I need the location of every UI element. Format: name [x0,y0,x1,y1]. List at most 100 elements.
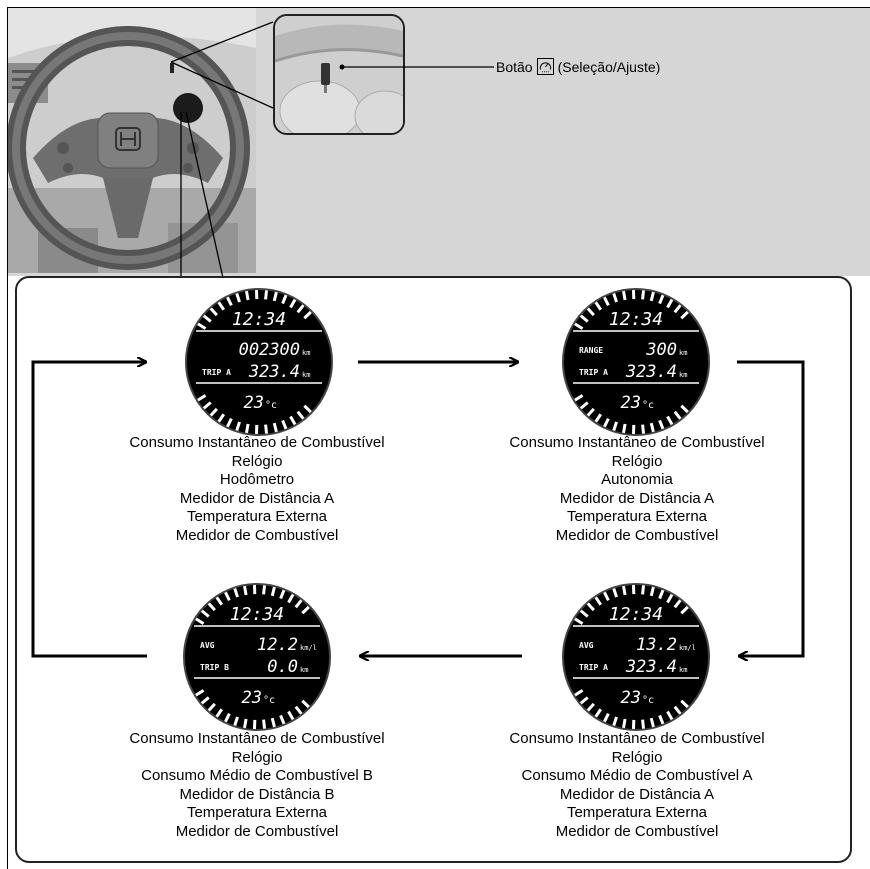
instant-fuel-segment [197,322,207,330]
row1-value: 13.2 [636,635,677,655]
row2-unit: km [300,666,308,674]
fuel-gauge-segment [586,702,595,712]
instant-fuel-segment [641,585,646,595]
fuel-gauge-segment [279,714,286,725]
fuel-gauge-segment [680,404,689,414]
instant-fuel-segment [586,602,595,612]
fuel-gauge-segment [270,717,276,728]
caption-line: Medidor de Distância A [559,785,715,803]
caption-line: Hodômetro [219,471,295,488]
instant-fuel-segment [233,588,239,598]
caption-line: Temperatura Externa [566,508,708,525]
clock-readout: 12:34 [609,309,663,330]
clock-readout: 12:34 [230,604,284,625]
caption-line: Medidor de Distância A [179,489,335,507]
fuel-gauge-segment [197,394,207,402]
fuel-gauge-segment [245,423,250,434]
gauge-dial-svg [539,62,551,73]
callout-prefix: Botão [496,58,533,75]
temperature-unit: °c [642,400,654,411]
arrow-screen2-to-screen3 [737,360,805,656]
fuel-gauge-segment [202,401,212,410]
instant-fuel-segment [603,296,610,307]
row2-label: TRIP A [579,663,608,672]
instant-fuel-segment [270,586,276,597]
caption-screen-3: Consumo Instantâneo de Combustível Relóg… [467,730,807,841]
fuel-gauge-segment [641,424,646,434]
caption-line: Relógio [231,748,283,766]
row2-value: 323.4 [625,657,677,677]
temperature-value: 23 [244,393,264,413]
instant-fuel-segment [209,307,218,317]
caption-line: Medidor de Combustível [175,526,339,544]
frame-left-line [7,7,8,869]
fuel-gauge-segment [574,394,584,402]
instant-fuel-segment [296,304,305,314]
instant-fuel-segment [195,617,205,625]
row1-label: AVG [579,641,594,650]
row2-label: TRIP B [200,663,229,672]
fuel-gauge-segment [243,718,248,729]
fuel-gauge-segment [612,716,618,726]
instant-fuel-segment [279,589,286,600]
instant-fuel-segment [272,291,278,302]
select-adjust-button-label: Botão (Seleção/Ajuste) [496,58,660,75]
fuel-gauge-segment [649,717,655,728]
row1-unit: km [679,349,687,357]
display-bezel [185,288,333,436]
fuel-gauge-segment [612,421,618,431]
caption-line: Medidor de Distância A [559,489,715,507]
instant-fuel-segment [217,301,226,311]
fuel-gauge-segment [594,413,603,423]
steering-wheel-drawing [8,8,256,273]
instant-fuel-segment [226,296,233,307]
instant-fuel-segment [301,605,310,615]
caption-line: Temperatura Externa [566,804,708,821]
caption-line: Autonomia [601,471,673,488]
row1-value: 12.2 [257,635,298,655]
steering-wheel-photo [8,8,256,273]
row2-label: TRIP A [202,368,231,377]
instant-fuel-segment [287,593,295,604]
row2-value: 0.0 [267,657,298,677]
clock-readout: 12:34 [232,309,286,330]
fuel-gauge-segment [200,696,210,705]
caption-line: Consumo Médio de Combustível B [141,767,373,784]
fuel-gauge-segment [294,705,303,715]
row1-label: AVG [200,641,215,650]
caption-line: Temperatura Externa [186,804,328,821]
fuel-gauge-segment [281,419,288,430]
fuel-gauge-segment [658,419,665,430]
inset-leader-top [170,21,274,63]
fuel-gauge-segment [195,689,205,697]
temperature-unit: °c [642,695,654,706]
fuel-gauge-segment [296,410,305,420]
instant-fuel-segment [622,290,627,301]
fuel-gauge-segment [226,417,233,428]
instant-fuel-segment [666,298,674,309]
caption-line: Medidor de Combustível [555,526,719,544]
fuel-gauge-segment [224,712,231,723]
fuel-gauge-segment [579,401,589,410]
fuel-gauge-segment [649,422,655,433]
fuel-gauge-segment [622,718,627,729]
fuel-gauge-segment [301,699,310,709]
instant-fuel-segment [281,294,288,305]
temperature-value: 23 [621,688,641,708]
instant-fuel-segment [574,322,584,330]
fuel-gauge-segment [658,714,665,725]
row2-label: TRIP A [579,368,608,377]
instant-fuel-segment [612,588,618,598]
fuel-gauge-segment [235,421,241,431]
fuel-gauge-segment [303,404,312,414]
instant-fuel-segment [673,304,682,314]
fuel-gauge-segment [666,710,674,721]
row2-unit: km [302,371,310,379]
frame-top-line [8,7,870,8]
instant-fuel-segment [649,586,655,597]
instant-fuel-segment [612,293,618,303]
caption-line: Relógio [611,748,663,766]
